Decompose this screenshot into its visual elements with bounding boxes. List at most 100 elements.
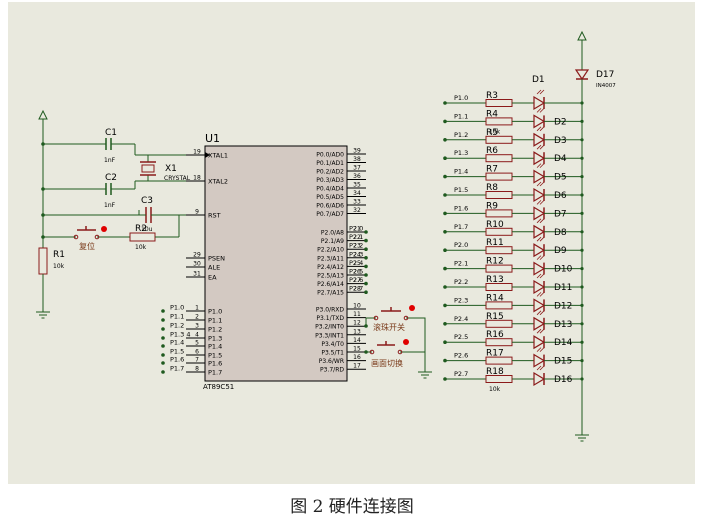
- junction-dot: [41, 142, 45, 146]
- pin-number: 32: [353, 207, 361, 214]
- led-net-label: P2.0: [454, 241, 468, 249]
- diode-ref: D7: [554, 209, 567, 219]
- junction-dot: [161, 370, 165, 374]
- junction-dot: [41, 213, 45, 217]
- port1-net-label: P1.5: [170, 348, 184, 356]
- diode-ref: D4: [554, 154, 567, 164]
- led-diode-icon: [533, 169, 546, 184]
- pin-number: 18: [193, 175, 201, 182]
- pin-number: 10: [353, 303, 361, 310]
- pin-number: 15: [353, 346, 361, 353]
- resistor-ref: R4: [486, 109, 498, 119]
- diode-ref: D14: [554, 338, 573, 348]
- r1-ref: R1: [53, 250, 65, 260]
- pin-number: 27: [353, 277, 361, 284]
- resistor-ref: R15: [486, 312, 504, 322]
- pin-name: P2.1/A9: [321, 238, 344, 245]
- pin-name: P2.0/A8: [321, 230, 344, 237]
- resistor-ref: R3: [486, 91, 498, 101]
- pin-number: 29: [193, 252, 201, 259]
- led-net-label: P2.3: [454, 296, 468, 304]
- led-diode-icon: [533, 95, 546, 111]
- pin-number: 17: [353, 363, 361, 370]
- diode-ref: D11: [554, 283, 572, 293]
- led-diode-icon: [533, 335, 546, 350]
- pin-number: 24: [353, 251, 361, 258]
- port2-net-label: P2.5: [349, 268, 363, 276]
- diode-ref: D10: [554, 265, 573, 275]
- pin-number: 4: [195, 332, 199, 339]
- junction-dot: [41, 187, 45, 191]
- diode-ref: D15: [554, 357, 572, 367]
- mcu-port1-nets: P1.0P1.1P1.2P1.3 4P1.4P1.5P1.6P1.7: [161, 304, 190, 374]
- mcu-port0: 39P0.0/AD038P0.1/AD137P0.2/AD236P0.3/AD3…: [316, 148, 366, 218]
- led-diode-icon: [533, 298, 546, 313]
- pin-name: P3.3/INT1: [315, 332, 344, 339]
- port1-net-label: P1.4: [170, 339, 184, 347]
- led-diode-icon: [533, 279, 546, 295]
- junction-dot: [364, 324, 368, 328]
- led-net-label: P1.1: [454, 112, 468, 120]
- diode-ref: D6: [554, 191, 567, 201]
- pin-number: 8: [195, 366, 199, 373]
- resistor-ref: R13: [486, 275, 504, 285]
- c3-value: 10u: [141, 226, 153, 233]
- d17-ref: D17: [596, 70, 614, 80]
- pin-number: 25: [353, 260, 361, 267]
- led-net-label: P2.4: [454, 315, 468, 323]
- led-net-label: P1.7: [454, 223, 468, 231]
- junction-dot: [161, 327, 165, 331]
- pin-number: 39: [353, 148, 361, 155]
- resistor-value: 10k: [489, 128, 501, 135]
- junction-dot: [161, 309, 165, 313]
- led-diode-icon: [533, 243, 546, 258]
- pin-name: P1.7: [208, 369, 222, 377]
- led-net-label: P1.0: [454, 94, 468, 102]
- pin-number: 37: [353, 165, 361, 172]
- diode-ref: D5: [554, 173, 567, 183]
- resistor-ref: R10: [486, 220, 504, 230]
- resistor-value: 10k: [489, 386, 501, 393]
- led-diode-icon: [533, 132, 546, 147]
- mcu-part-label: AT89C51: [203, 383, 234, 391]
- pin-number: 33: [353, 199, 361, 206]
- port1-net-label: P1.7: [170, 365, 184, 373]
- pin-name: P2.2/A10: [317, 247, 344, 254]
- pin-number: 21: [353, 226, 361, 233]
- pin-number: 35: [353, 182, 361, 189]
- pin-number: 2: [195, 314, 199, 321]
- mcu-body: [204, 145, 348, 382]
- port1-net-label: P1.3 4: [170, 331, 190, 339]
- pin-number: 9: [195, 209, 199, 216]
- pin-name: P3.7/RD: [320, 367, 344, 374]
- junction-dot: [364, 290, 368, 295]
- pin-number: 34: [353, 190, 361, 197]
- junction-dot: [161, 318, 165, 322]
- led-diode-icon: [533, 316, 546, 331]
- c2-ref: C2: [105, 173, 117, 183]
- pin-name: P3.1/TXD: [316, 315, 344, 322]
- port1-net-label: P1.6: [170, 356, 184, 364]
- led-diode-icon: [533, 206, 546, 221]
- r2-value: 10k: [135, 244, 147, 251]
- port1-net-label: P1.0: [170, 304, 184, 312]
- pin-name: P1.5: [208, 352, 222, 360]
